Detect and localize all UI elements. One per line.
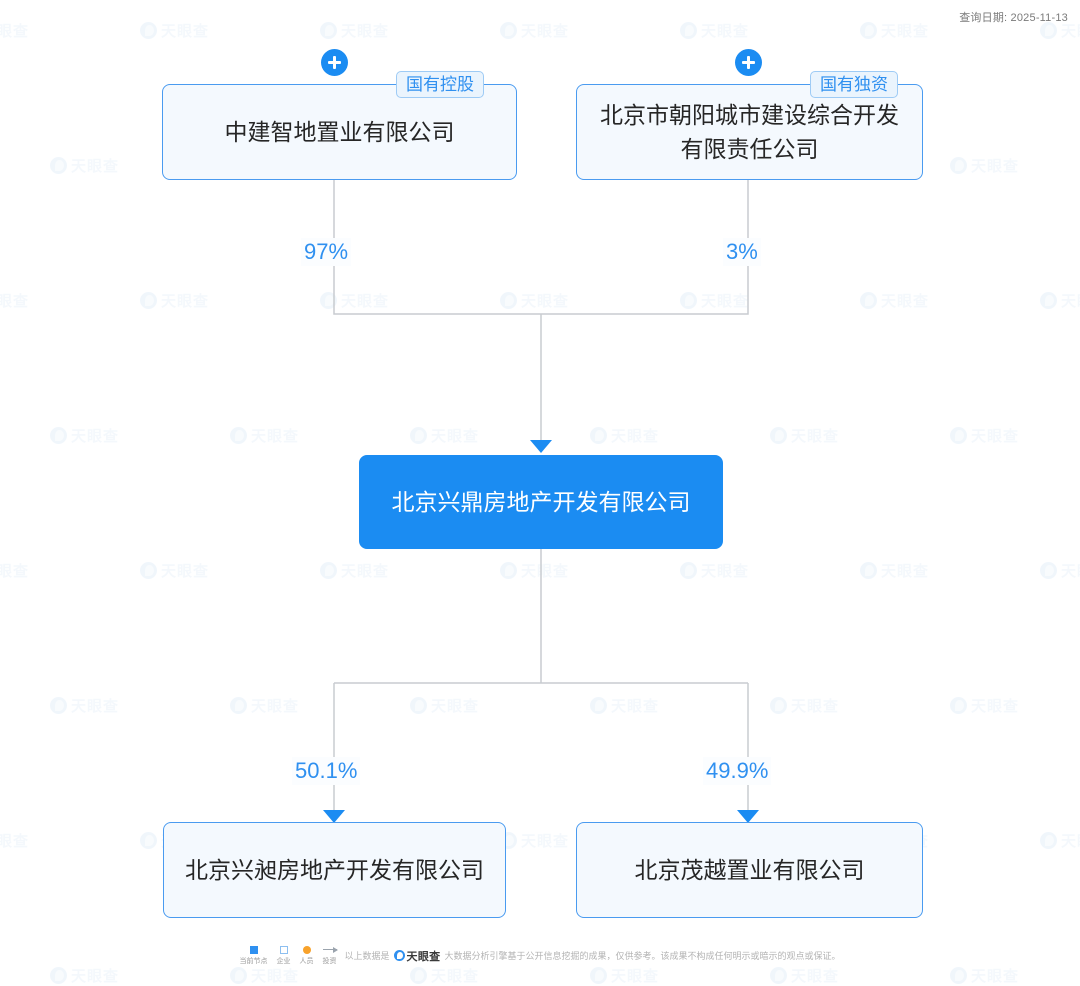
legend-item: 人员 — [300, 945, 314, 966]
status-badge: 国有独资 — [810, 71, 898, 98]
graph-node-company[interactable]: 北京兴昶房地产开发有限公司 — [163, 822, 506, 918]
legend-label: 当前节点 — [239, 958, 268, 965]
disclaimer-suffix: 大数据分析引擎基于公开信息挖掘的成果，仅供参考。该成果不构成任何明示或暗示的观点… — [444, 951, 841, 961]
legend: 当前节点 企业 人员 投资 — [240, 945, 338, 966]
graph-node-company[interactable]: 北京茂越置业有限公司 — [576, 822, 923, 918]
footer: 当前节点 企业 人员 投资 以上数据是 天眼查 大数据分析引擎基于公开信息挖掘的… — [0, 945, 1080, 966]
edge-percent-label: 97% — [301, 238, 352, 266]
edge-percent-label: 50.1% — [292, 757, 361, 785]
legend-label: 投资 — [322, 958, 337, 965]
graph-node-company[interactable]: 北京市朝阳城市建设综合开发有限责任公司 — [576, 84, 923, 180]
legend-label: 企业 — [276, 958, 291, 965]
disclaimer-prefix: 以上数据是 — [344, 951, 390, 961]
brand-logo: 天眼查 — [393, 948, 441, 964]
filled-square-icon — [249, 945, 258, 954]
legend-item: 当前节点 — [240, 945, 268, 966]
edge-percent-label: 3% — [723, 238, 761, 266]
legend-item: 投资 — [322, 945, 338, 966]
legend-item: 企业 — [277, 945, 291, 966]
node-label: 北京兴鼎房地产开发有限公司 — [391, 489, 691, 515]
plus-icon[interactable] — [735, 49, 762, 76]
graph-node-company[interactable]: 中建智地置业有限公司 — [162, 84, 517, 180]
query-date-label: 查询日期: 2025-11-13 — [959, 12, 1068, 24]
brand-name: 天眼查 — [406, 950, 441, 963]
filled-circle-icon — [302, 945, 311, 954]
eye-icon — [393, 950, 405, 961]
node-label: 北京市朝阳城市建设综合开发有限责任公司 — [600, 102, 899, 162]
disclaimer-text: 以上数据是 天眼查 大数据分析引擎基于公开信息挖掘的成果，仅供参考。该成果不构成… — [344, 948, 841, 964]
edge-percent-label: 49.9% — [703, 757, 772, 785]
legend-label: 人员 — [299, 958, 314, 965]
node-label: 北京茂越置业有限公司 — [634, 857, 865, 883]
node-label: 中建智地置业有限公司 — [224, 119, 455, 145]
node-label: 北京兴昶房地产开发有限公司 — [185, 857, 484, 883]
arrow-right-icon — [322, 945, 338, 955]
outline-square-icon — [279, 945, 288, 954]
status-badge: 国有控股 — [396, 71, 484, 98]
graph-node-current[interactable]: 北京兴鼎房地产开发有限公司 — [359, 455, 723, 549]
plus-icon[interactable] — [321, 49, 348, 76]
